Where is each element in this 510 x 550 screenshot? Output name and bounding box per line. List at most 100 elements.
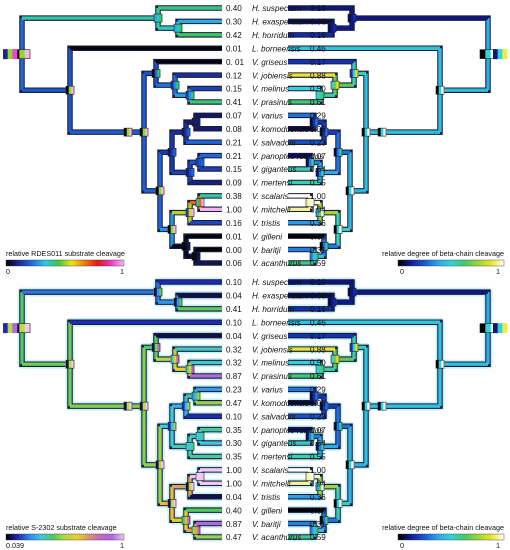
node-marker-segment bbox=[140, 402, 143, 411]
right-value: 0.00 bbox=[310, 506, 326, 515]
node-marker bbox=[185, 364, 195, 374]
taxon-label: V. baritji bbox=[252, 520, 281, 529]
node-marker-frame bbox=[173, 23, 183, 33]
node-marker-frame bbox=[305, 198, 315, 207]
node-marker-segment bbox=[154, 343, 158, 352]
root-marker-segment bbox=[493, 49, 498, 60]
node-marker bbox=[377, 401, 387, 411]
node-marker-frame bbox=[181, 515, 191, 525]
left-value: 0.87 bbox=[226, 520, 242, 529]
node-marker-segment bbox=[126, 402, 130, 411]
right-value: 0.23 bbox=[310, 412, 326, 421]
left-tree bbox=[3, 5, 222, 266]
branch-outline bbox=[366, 90, 443, 135]
node-marker-segment bbox=[330, 24, 334, 33]
right-value: 0.10 bbox=[310, 4, 326, 13]
node-marker-segment bbox=[310, 118, 313, 127]
node-marker-frame bbox=[170, 354, 180, 364]
root-marker-segment bbox=[7, 323, 13, 334]
node-marker-frame bbox=[333, 225, 343, 234]
node-marker bbox=[195, 198, 205, 207]
branch-outline bbox=[366, 364, 443, 409]
node-marker bbox=[153, 287, 163, 297]
node-marker-segment bbox=[348, 186, 352, 195]
right-value: 0.46 bbox=[310, 44, 326, 53]
taxon-label: V. acanthurus bbox=[252, 533, 301, 542]
left-legend-title: relative RDES011 substrate cleavage bbox=[6, 249, 125, 258]
root-marker-segment bbox=[497, 49, 503, 60]
node-marker-segment bbox=[364, 402, 368, 411]
node-marker-segment bbox=[158, 460, 162, 469]
right-value: 1.00 bbox=[310, 192, 326, 201]
node-marker-segment bbox=[316, 208, 319, 217]
node-marker-segment bbox=[170, 499, 174, 508]
node-marker-segment bbox=[339, 499, 343, 508]
left-value: 0.42 bbox=[226, 31, 242, 40]
branch-outline bbox=[440, 328, 491, 367]
taxon-label: V. mitchelli bbox=[252, 480, 291, 489]
right-value: 0.55 bbox=[310, 179, 326, 188]
node-marker-segment bbox=[318, 168, 322, 177]
node-marker-frame bbox=[349, 69, 359, 78]
right-value: 0.88 bbox=[310, 71, 326, 80]
node-marker-segment bbox=[348, 14, 351, 23]
taxon-label: V. tristis bbox=[252, 493, 280, 502]
node-marker-segment bbox=[188, 168, 192, 177]
node-marker-frame bbox=[361, 127, 371, 137]
node-marker-frame bbox=[347, 13, 357, 23]
node-marker-segment bbox=[333, 355, 337, 364]
left-legend-min: 0 bbox=[6, 267, 10, 276]
node-marker-segment bbox=[336, 355, 340, 364]
node-marker-frame bbox=[333, 421, 343, 431]
taxon-label: V. baritji bbox=[252, 246, 281, 255]
node-marker-segment bbox=[24, 323, 31, 333]
node-marker-segment bbox=[192, 526, 195, 535]
taxon-label: V. varius bbox=[252, 112, 283, 121]
node-marker-segment bbox=[441, 86, 445, 95]
node-marker-frame bbox=[191, 117, 201, 127]
node-marker-segment bbox=[350, 288, 354, 297]
node-marker bbox=[377, 127, 387, 137]
node-marker-segment bbox=[173, 355, 177, 364]
node-marker bbox=[167, 499, 177, 508]
node-marker-segment bbox=[184, 516, 188, 525]
node-marker-frame bbox=[185, 482, 195, 491]
node-marker-segment bbox=[173, 81, 177, 90]
node-marker bbox=[349, 69, 359, 78]
node-marker-segment bbox=[124, 128, 127, 137]
node-marker-segment bbox=[182, 516, 185, 525]
taxon-label: V. mertensi bbox=[252, 453, 293, 462]
node-marker-segment bbox=[310, 526, 313, 535]
node-marker-segment bbox=[192, 252, 195, 261]
node-marker-segment bbox=[201, 472, 205, 481]
right-value: 0.16 bbox=[310, 31, 326, 40]
node-marker-segment bbox=[320, 242, 323, 251]
node-marker-segment bbox=[312, 392, 316, 401]
node-marker-frame bbox=[315, 364, 325, 374]
node-marker-segment bbox=[334, 225, 337, 234]
taxon-label: V. mitchelli bbox=[252, 206, 291, 215]
node-marker-segment bbox=[328, 24, 331, 33]
node-marker bbox=[319, 241, 329, 251]
left-legend-min: 0.039 bbox=[6, 541, 24, 550]
node-marker-segment bbox=[346, 460, 349, 469]
node-marker bbox=[123, 401, 133, 411]
node-marker-segment bbox=[336, 81, 340, 90]
taxon-label: V. mertensi bbox=[252, 179, 293, 188]
node-marker-frame bbox=[315, 168, 325, 177]
node-marker-frame bbox=[305, 472, 315, 481]
node-marker-segment bbox=[318, 482, 322, 491]
node-marker-segment bbox=[174, 24, 177, 33]
node-marker-frame bbox=[309, 391, 319, 401]
node-marker-segment bbox=[173, 499, 177, 508]
node-marker-frame bbox=[330, 354, 340, 364]
right-legend-max: 1 bbox=[496, 267, 500, 276]
node-marker-frame bbox=[305, 432, 315, 441]
node-marker-segment bbox=[441, 360, 445, 369]
taxon-label: V. gilleni bbox=[252, 506, 282, 515]
node-marker-segment bbox=[355, 343, 359, 352]
node-marker-segment bbox=[198, 198, 202, 207]
node-marker-segment bbox=[68, 360, 72, 369]
node-marker-segment bbox=[350, 343, 353, 352]
node-marker-segment bbox=[306, 432, 309, 441]
